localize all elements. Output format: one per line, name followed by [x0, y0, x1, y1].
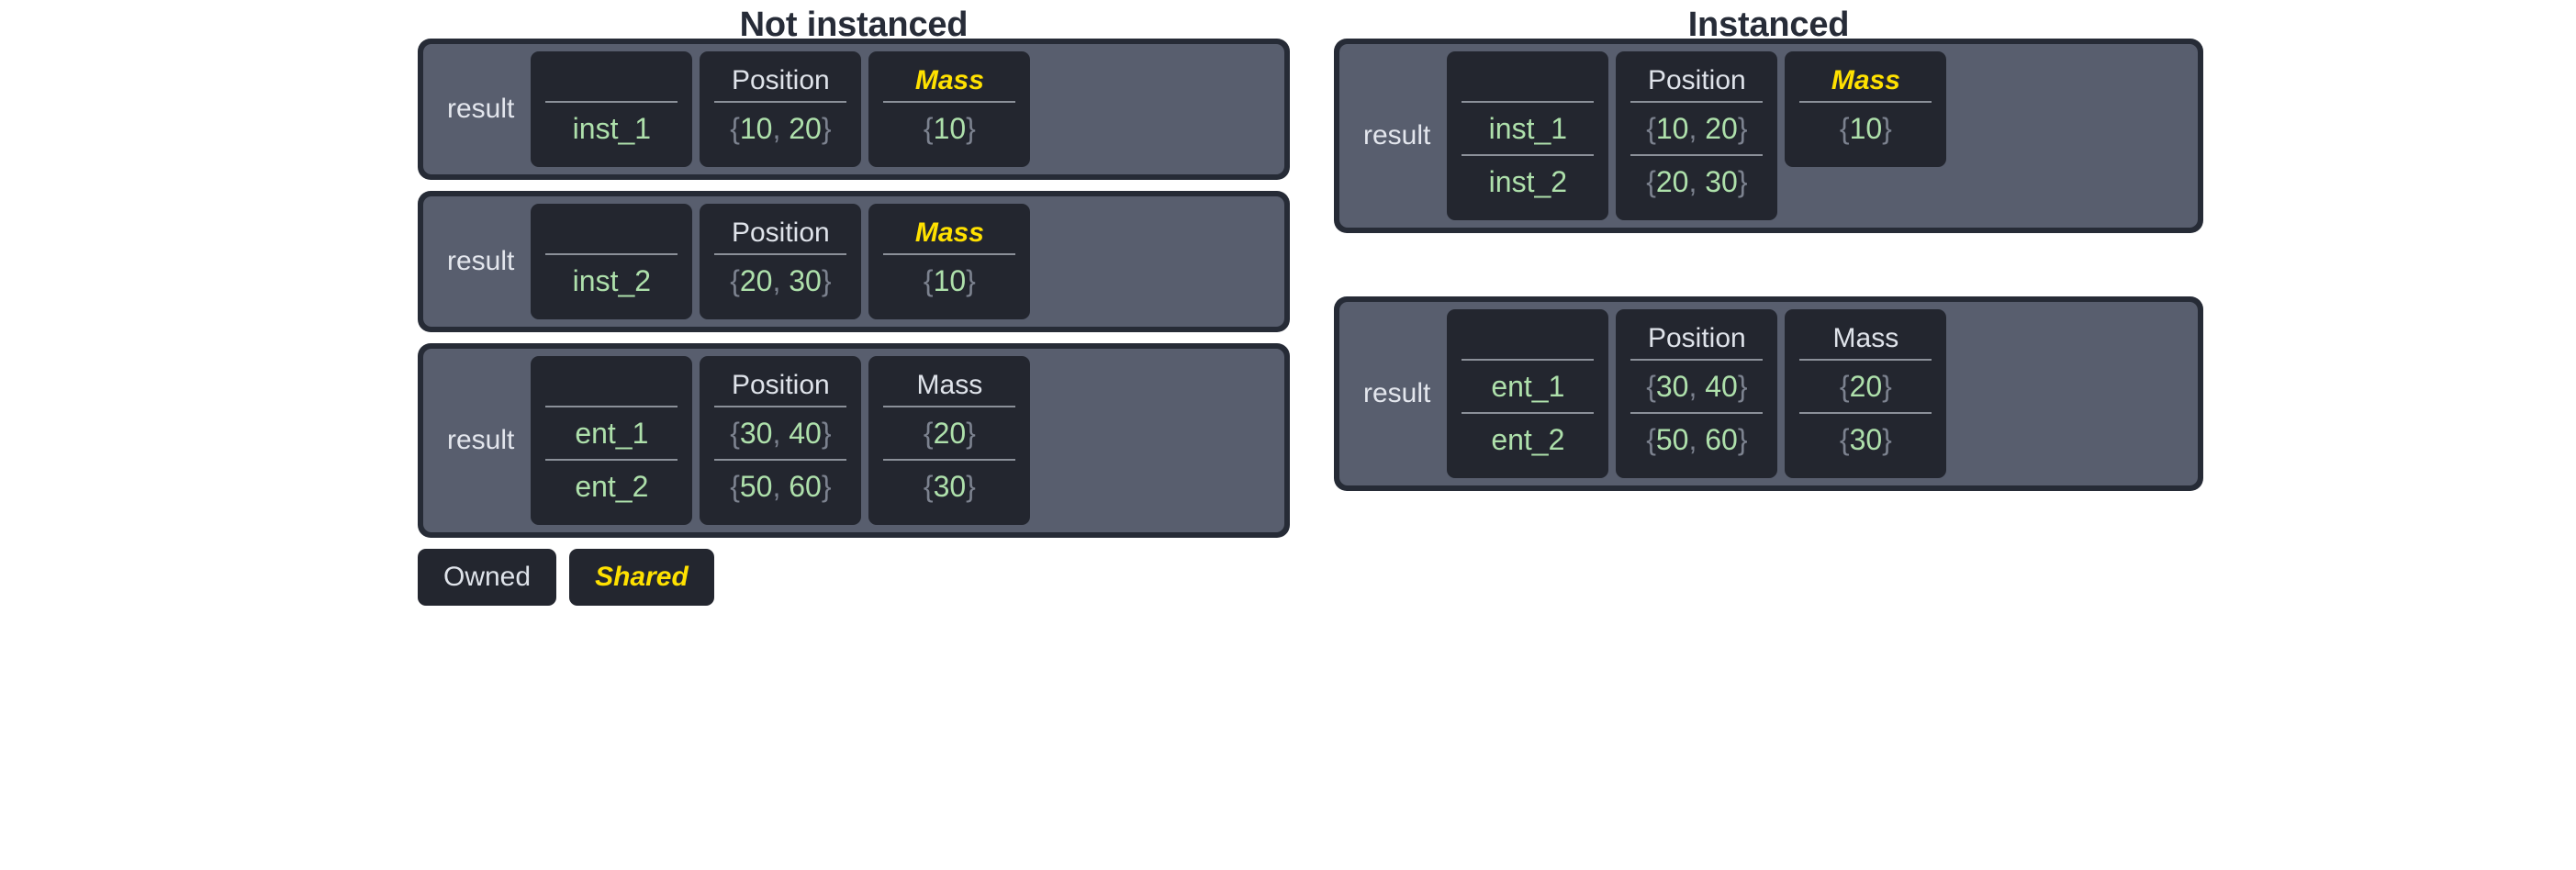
column-header-position: Position: [731, 218, 830, 248]
column-header-mass: Mass: [1831, 65, 1900, 95]
cell-mass: {10}: [883, 101, 1016, 154]
result-label: result: [1363, 378, 1431, 408]
cell-position: {50, 60}: [1630, 412, 1764, 465]
column-position: Position {30, 40} {50, 60}: [700, 356, 862, 525]
component-columns: ent_1 ent_2 Position {30, 40} {50, 60}: [531, 356, 1277, 525]
table-inner: result inst_2 Position {20, 30}: [423, 196, 1284, 327]
cell-mass: {30}: [1799, 412, 1932, 465]
column-title-instanced: Instanced: [1687, 6, 1850, 44]
table-row: result inst_2 Position {20, 30}: [418, 191, 1290, 332]
column-instanced: Instanced result inst_1 inst_2: [1334, 0, 2203, 502]
legend-chip-owned: Owned: [418, 549, 557, 606]
legend: Owned Shared: [418, 549, 1290, 606]
component-columns: ent_1 ent_2 Position {30, 40} {50, 60}: [1447, 309, 2190, 478]
result-label: result: [447, 94, 515, 124]
table-row: result ent_1 ent_2 Position: [1334, 296, 2203, 491]
cell-mass: {10}: [883, 253, 1016, 307]
component-columns: inst_2 Position {20, 30} Mass {10}: [531, 204, 1277, 319]
column-header-mass: Mass: [914, 65, 984, 95]
column-mass: Mass {20} {30}: [1785, 309, 1947, 478]
column-entity: inst_1 inst_2: [1447, 51, 1609, 220]
column-position: Position {30, 40} {50, 60}: [1616, 309, 1778, 478]
column-header-position: Position: [1647, 323, 1746, 353]
column-mass-shared: Mass {10}: [1785, 51, 1947, 167]
column-mass: Mass {20} {30}: [868, 356, 1031, 525]
cell-position: {10, 20}: [714, 101, 847, 154]
column-mass: Mass {10}: [868, 51, 1031, 167]
column-entity: ent_1 ent_2: [1447, 309, 1609, 478]
cell-position: {30, 40}: [1630, 359, 1764, 412]
cell-mass: {10}: [1799, 101, 1932, 154]
table-inner: result ent_1 ent_2 Position: [1339, 302, 2198, 485]
column-header-mass: Mass: [914, 218, 984, 248]
column-header-mass: Mass: [1832, 323, 1899, 353]
column-mass: Mass {10}: [868, 204, 1031, 319]
cell-mass: {20}: [1799, 359, 1932, 412]
column-not-instanced: Not instanced result inst_1 Position {: [418, 0, 1290, 606]
column-title-not-instanced: Not instanced: [739, 6, 969, 44]
result-label: result: [447, 246, 515, 276]
result-label: result: [1363, 120, 1431, 151]
cell-entity: ent_1: [545, 406, 678, 459]
column-header-position: Position: [1647, 65, 1746, 95]
column-header-mass: Mass: [916, 370, 983, 400]
column-entity: inst_1: [531, 51, 693, 167]
column-position: Position {20, 30}: [700, 204, 862, 319]
column-header-position: Position: [731, 65, 830, 95]
cell-entity: ent_2: [545, 459, 678, 512]
component-columns: inst_1 Position {10, 20} Mass {10}: [531, 51, 1277, 167]
cell-entity: ent_2: [1462, 412, 1595, 465]
column-entity: ent_1 ent_2: [531, 356, 693, 525]
table-inner: result inst_1 Position {10, 20}: [423, 44, 1284, 174]
column-position: Position {10, 20} {20, 30}: [1616, 51, 1778, 220]
cell-entity: inst_1: [545, 101, 678, 154]
table-row: result inst_1 inst_2 Position: [1334, 39, 2203, 233]
component-columns: inst_1 inst_2 Position {10, 20} {20, 30}: [1447, 51, 2190, 220]
result-label: result: [447, 425, 515, 455]
column-position: Position {10, 20}: [700, 51, 862, 167]
legend-chip-shared: Shared: [569, 549, 714, 606]
cell-entity: inst_2: [1462, 154, 1595, 207]
cell-entity: inst_2: [545, 253, 678, 307]
column-header-position: Position: [731, 370, 830, 400]
cell-position: {20, 30}: [714, 253, 847, 307]
cell-position: {10, 20}: [1630, 101, 1764, 154]
column-entity: inst_2: [531, 204, 693, 319]
cell-position: {50, 60}: [714, 459, 847, 512]
table-inner: result inst_1 inst_2 Position: [1339, 44, 2198, 228]
cell-mass: {30}: [883, 459, 1016, 512]
cell-position: {20, 30}: [1630, 154, 1764, 207]
cell-mass: {20}: [883, 406, 1016, 459]
cell-entity: inst_1: [1462, 101, 1595, 154]
cell-entity: ent_1: [1462, 359, 1595, 412]
layout-spacer: [1334, 244, 2203, 296]
table-row: result inst_1 Position {10, 20}: [418, 39, 1290, 180]
cell-position: {30, 40}: [714, 406, 847, 459]
table-inner: result ent_1 ent_2 Position: [423, 349, 1284, 532]
table-row: result ent_1 ent_2 Position: [418, 343, 1290, 538]
